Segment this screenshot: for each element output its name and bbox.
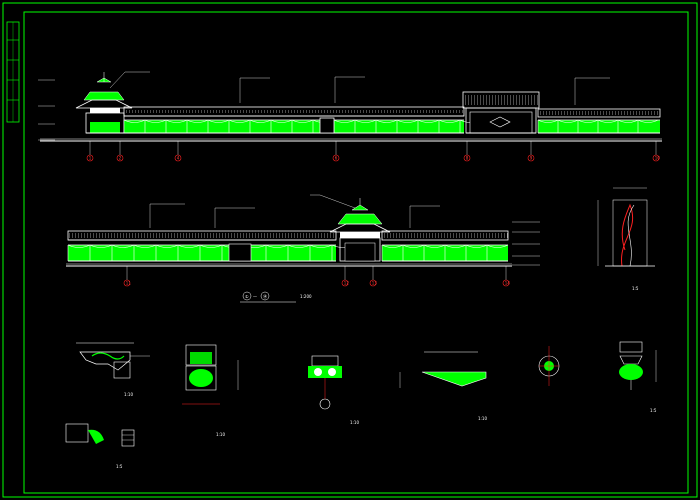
axis-bubble	[652, 154, 660, 162]
elevation-middle: 11 12 13 14 ① — ⑭ 1:200	[66, 194, 540, 303]
caption-scale: 1:200	[300, 294, 312, 299]
detail-scale-4: 1:10	[478, 416, 487, 421]
axis-bubble	[527, 154, 535, 162]
corridor-arch	[133, 244, 157, 261]
title-block	[6, 21, 20, 123]
axis-label: 8	[466, 155, 469, 160]
corridor-arch	[265, 244, 289, 261]
column-detail: 1:5	[597, 187, 655, 291]
inner-frame	[23, 11, 689, 494]
detail-scale-8: 1:5	[632, 286, 639, 291]
axis-label: 6	[335, 155, 338, 160]
detail-1: 1:10	[76, 342, 150, 397]
left-pavilion	[75, 72, 133, 134]
corridor-arch	[67, 244, 91, 261]
detail-scale-7: 1:5	[116, 464, 123, 469]
corridor-arch	[396, 119, 419, 133]
detail-scale-2: 1:10	[216, 432, 225, 437]
corridor-arch	[199, 244, 223, 261]
corridor-arch	[207, 119, 230, 133]
corridor-arch	[186, 119, 209, 133]
corridor-arch	[557, 119, 579, 133]
corridor-arch	[111, 244, 135, 261]
corridor-arch	[375, 119, 398, 133]
detail-scale-1: 1:10	[124, 392, 133, 397]
detail-5	[538, 346, 560, 386]
axis-bubble	[369, 279, 377, 287]
axis-bubble	[86, 154, 94, 162]
corridor-arch	[155, 244, 179, 261]
corridor-arch	[537, 119, 559, 133]
axis-label: 14	[505, 280, 511, 285]
axis-label: 10	[655, 155, 661, 160]
corridor-arch	[291, 119, 314, 133]
corridor-arch	[381, 244, 404, 261]
corridor-arch	[417, 119, 440, 133]
axis-label: 9	[530, 155, 533, 160]
axis-label: 4	[177, 155, 180, 160]
center-pavilion	[329, 198, 391, 262]
corridor-arch	[309, 244, 333, 261]
corridor-arch	[287, 244, 311, 261]
detail-scale-3: 1:10	[350, 420, 359, 425]
gatehouse	[462, 91, 540, 134]
detail-7: 1:5	[65, 423, 135, 469]
caption-mid: —	[253, 294, 257, 299]
corridor-arch	[486, 244, 509, 261]
corridor-arch	[577, 119, 599, 133]
elevation-caption: ① — ⑭ 1:200	[240, 291, 312, 303]
corridor-arch	[617, 119, 639, 133]
corridor-arch	[228, 119, 251, 133]
corridor-arch	[423, 244, 446, 261]
axis-bubble	[463, 154, 471, 162]
axis-label: 11	[126, 280, 132, 285]
detail-scale-6: 1:5	[650, 408, 657, 413]
detail-6: 1:5	[619, 341, 657, 413]
axis-label: 12	[344, 280, 350, 285]
corridor-arch	[144, 119, 167, 133]
detail-4: 1:10	[399, 351, 487, 421]
corridor-arch	[438, 119, 461, 133]
corridor-arch	[270, 119, 293, 133]
axis-bubble	[332, 154, 340, 162]
axis-bubble	[116, 154, 124, 162]
corridor-body-1	[124, 120, 464, 133]
detail-3: 1:10	[308, 355, 359, 425]
elevation-top: 1 2 4 6 8 9 10	[38, 71, 662, 162]
corridor-arch	[165, 119, 188, 133]
caption-suffix: ⑭	[263, 293, 267, 299]
axis-bubble	[341, 279, 349, 287]
axis-label: 1	[89, 155, 92, 160]
detail-2: 1:10	[182, 344, 239, 437]
corridor-arch	[177, 244, 201, 261]
axis-label: 2	[119, 155, 122, 160]
corridor-arch	[637, 119, 659, 133]
axis-bubble	[502, 279, 510, 287]
corridor-arch	[597, 119, 619, 133]
axis-bubble	[123, 279, 131, 287]
axis-bubble	[174, 154, 182, 162]
corridor-arch	[402, 244, 425, 261]
axis-label: 13	[372, 280, 378, 285]
corridor-arch	[89, 244, 113, 261]
corridor-arch	[249, 119, 272, 133]
corridor-arch	[465, 244, 488, 261]
caption-prefix: ①	[245, 294, 249, 299]
corridor-arch	[354, 119, 377, 133]
corridor-arch	[444, 244, 467, 261]
corridor-arch	[123, 119, 146, 133]
